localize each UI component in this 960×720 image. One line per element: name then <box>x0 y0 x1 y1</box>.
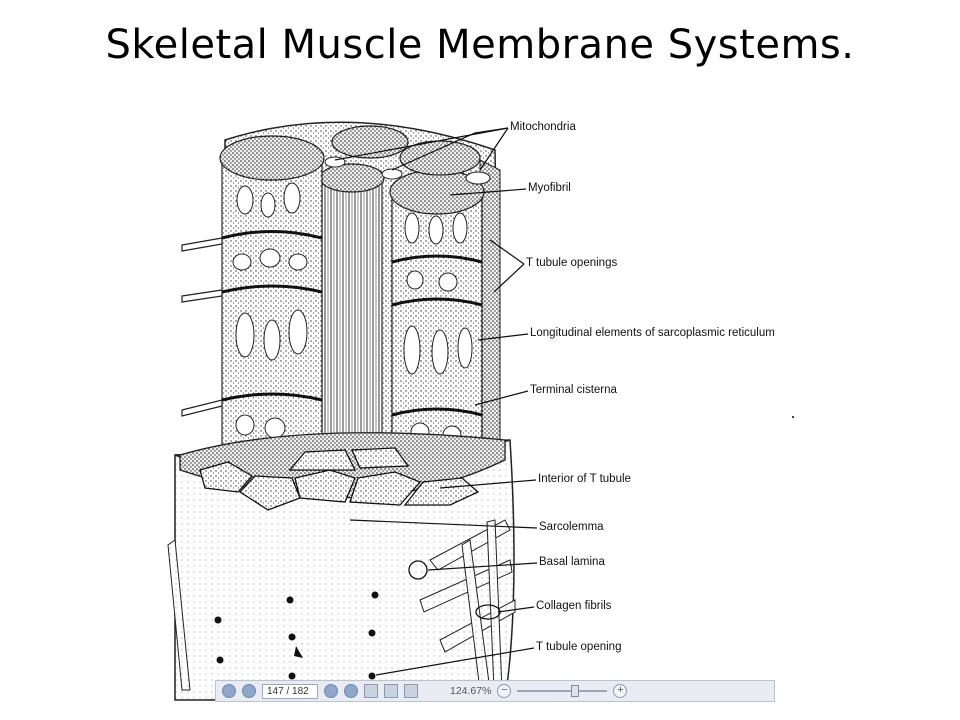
zoom-in-button[interactable]: + <box>613 684 628 698</box>
t-tubule-opening-dots <box>214 591 379 680</box>
stray-dot <box>792 416 794 418</box>
label-terminal-cisterna: Terminal cisterna <box>530 384 617 396</box>
fit-width-icon[interactable] <box>404 684 418 698</box>
page-number-input[interactable]: 147 / 182 <box>262 683 318 699</box>
cursor-arrow-icon <box>294 646 303 658</box>
next-page-icon[interactable] <box>242 684 256 698</box>
slide-title: Skeletal Muscle Membrane Systems. <box>105 22 855 68</box>
label-basal-lamina: Basal lamina <box>539 556 605 568</box>
mitochondria-shapes <box>324 156 491 185</box>
t-tubule-protrusions <box>181 237 223 417</box>
left-myofibril <box>219 135 325 451</box>
label-t-tubule-openings: T tubule openings <box>526 257 618 269</box>
rotate-icon[interactable] <box>344 684 358 698</box>
zoom-slider[interactable] <box>517 685 608 697</box>
leader-lines <box>334 127 538 676</box>
label-sarcolemma: Sarcolemma <box>539 521 604 533</box>
zoom-level[interactable]: 124.67% <box>450 685 492 697</box>
label-t-tubule-opening: T tubule opening <box>536 641 622 653</box>
two-page-icon[interactable] <box>384 684 398 698</box>
pdf-viewer-toolbar: 147 / 182 124.67% − + <box>215 680 775 702</box>
right-myofibril <box>389 169 485 456</box>
label-mitochondria: Mitochondria <box>510 121 576 133</box>
collagen-fibrils-shapes <box>167 519 516 691</box>
zoom-slider-knob[interactable] <box>571 685 580 697</box>
label-collagen-fibrils: Collagen fibrils <box>536 600 612 612</box>
single-page-icon[interactable] <box>364 684 378 698</box>
label-interior-t-tubule: Interior of T tubule <box>538 473 631 485</box>
go-icon[interactable] <box>324 684 338 698</box>
myofibril-core <box>319 163 385 456</box>
basal-lamina-circle <box>408 560 428 580</box>
label-myofibril: Myofibril <box>528 182 571 194</box>
previous-page-icon[interactable] <box>222 684 236 698</box>
label-longitudinal-sr: Longitudinal elements of sarcoplasmic re… <box>530 327 775 339</box>
zoom-out-button[interactable]: − <box>497 684 512 698</box>
